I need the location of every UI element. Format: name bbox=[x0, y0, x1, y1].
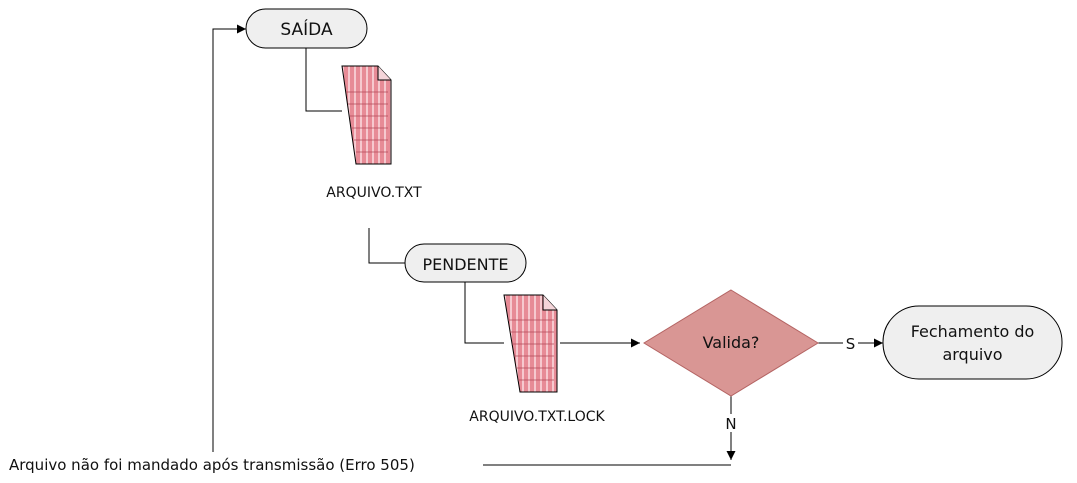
no-label: N bbox=[725, 415, 736, 433]
pendente-label: PENDENTE bbox=[422, 255, 508, 274]
pendente-to-lock-connector bbox=[464, 281, 504, 344]
arquivo-txt-lock-label: ARQUIVO.TXT.LOCK bbox=[469, 409, 605, 425]
decision-label: Valida? bbox=[703, 333, 760, 352]
saida-label: SAÍDA bbox=[280, 18, 333, 40]
valida-decision[interactable]: Valida? bbox=[643, 289, 819, 397]
fechamento-terminal[interactable]: Fechamento do arquivo bbox=[882, 305, 1063, 380]
pendente-terminal[interactable]: PENDENTE bbox=[404, 243, 527, 283]
arquivo-to-pendente-connector bbox=[368, 228, 405, 264]
arquivo-txt-label: ARQUIVO.TXT bbox=[326, 185, 422, 201]
arquivo-txt-lock-document-icon[interactable] bbox=[503, 294, 558, 393]
error-label: Arquivo não foi mandado após transmissão… bbox=[9, 456, 415, 474]
saida-to-arquivo-connector bbox=[305, 47, 342, 112]
fechamento-label-line2: arquivo bbox=[942, 345, 1002, 364]
fechamento-label-line1: Fechamento do bbox=[911, 322, 1035, 341]
arquivo-txt-document-icon[interactable] bbox=[341, 65, 392, 165]
yes-label: S bbox=[846, 335, 856, 353]
saida-terminal[interactable]: SAÍDA bbox=[245, 8, 368, 49]
connectors bbox=[212, 24, 883, 466]
return-to-saida-connector bbox=[212, 24, 246, 452]
